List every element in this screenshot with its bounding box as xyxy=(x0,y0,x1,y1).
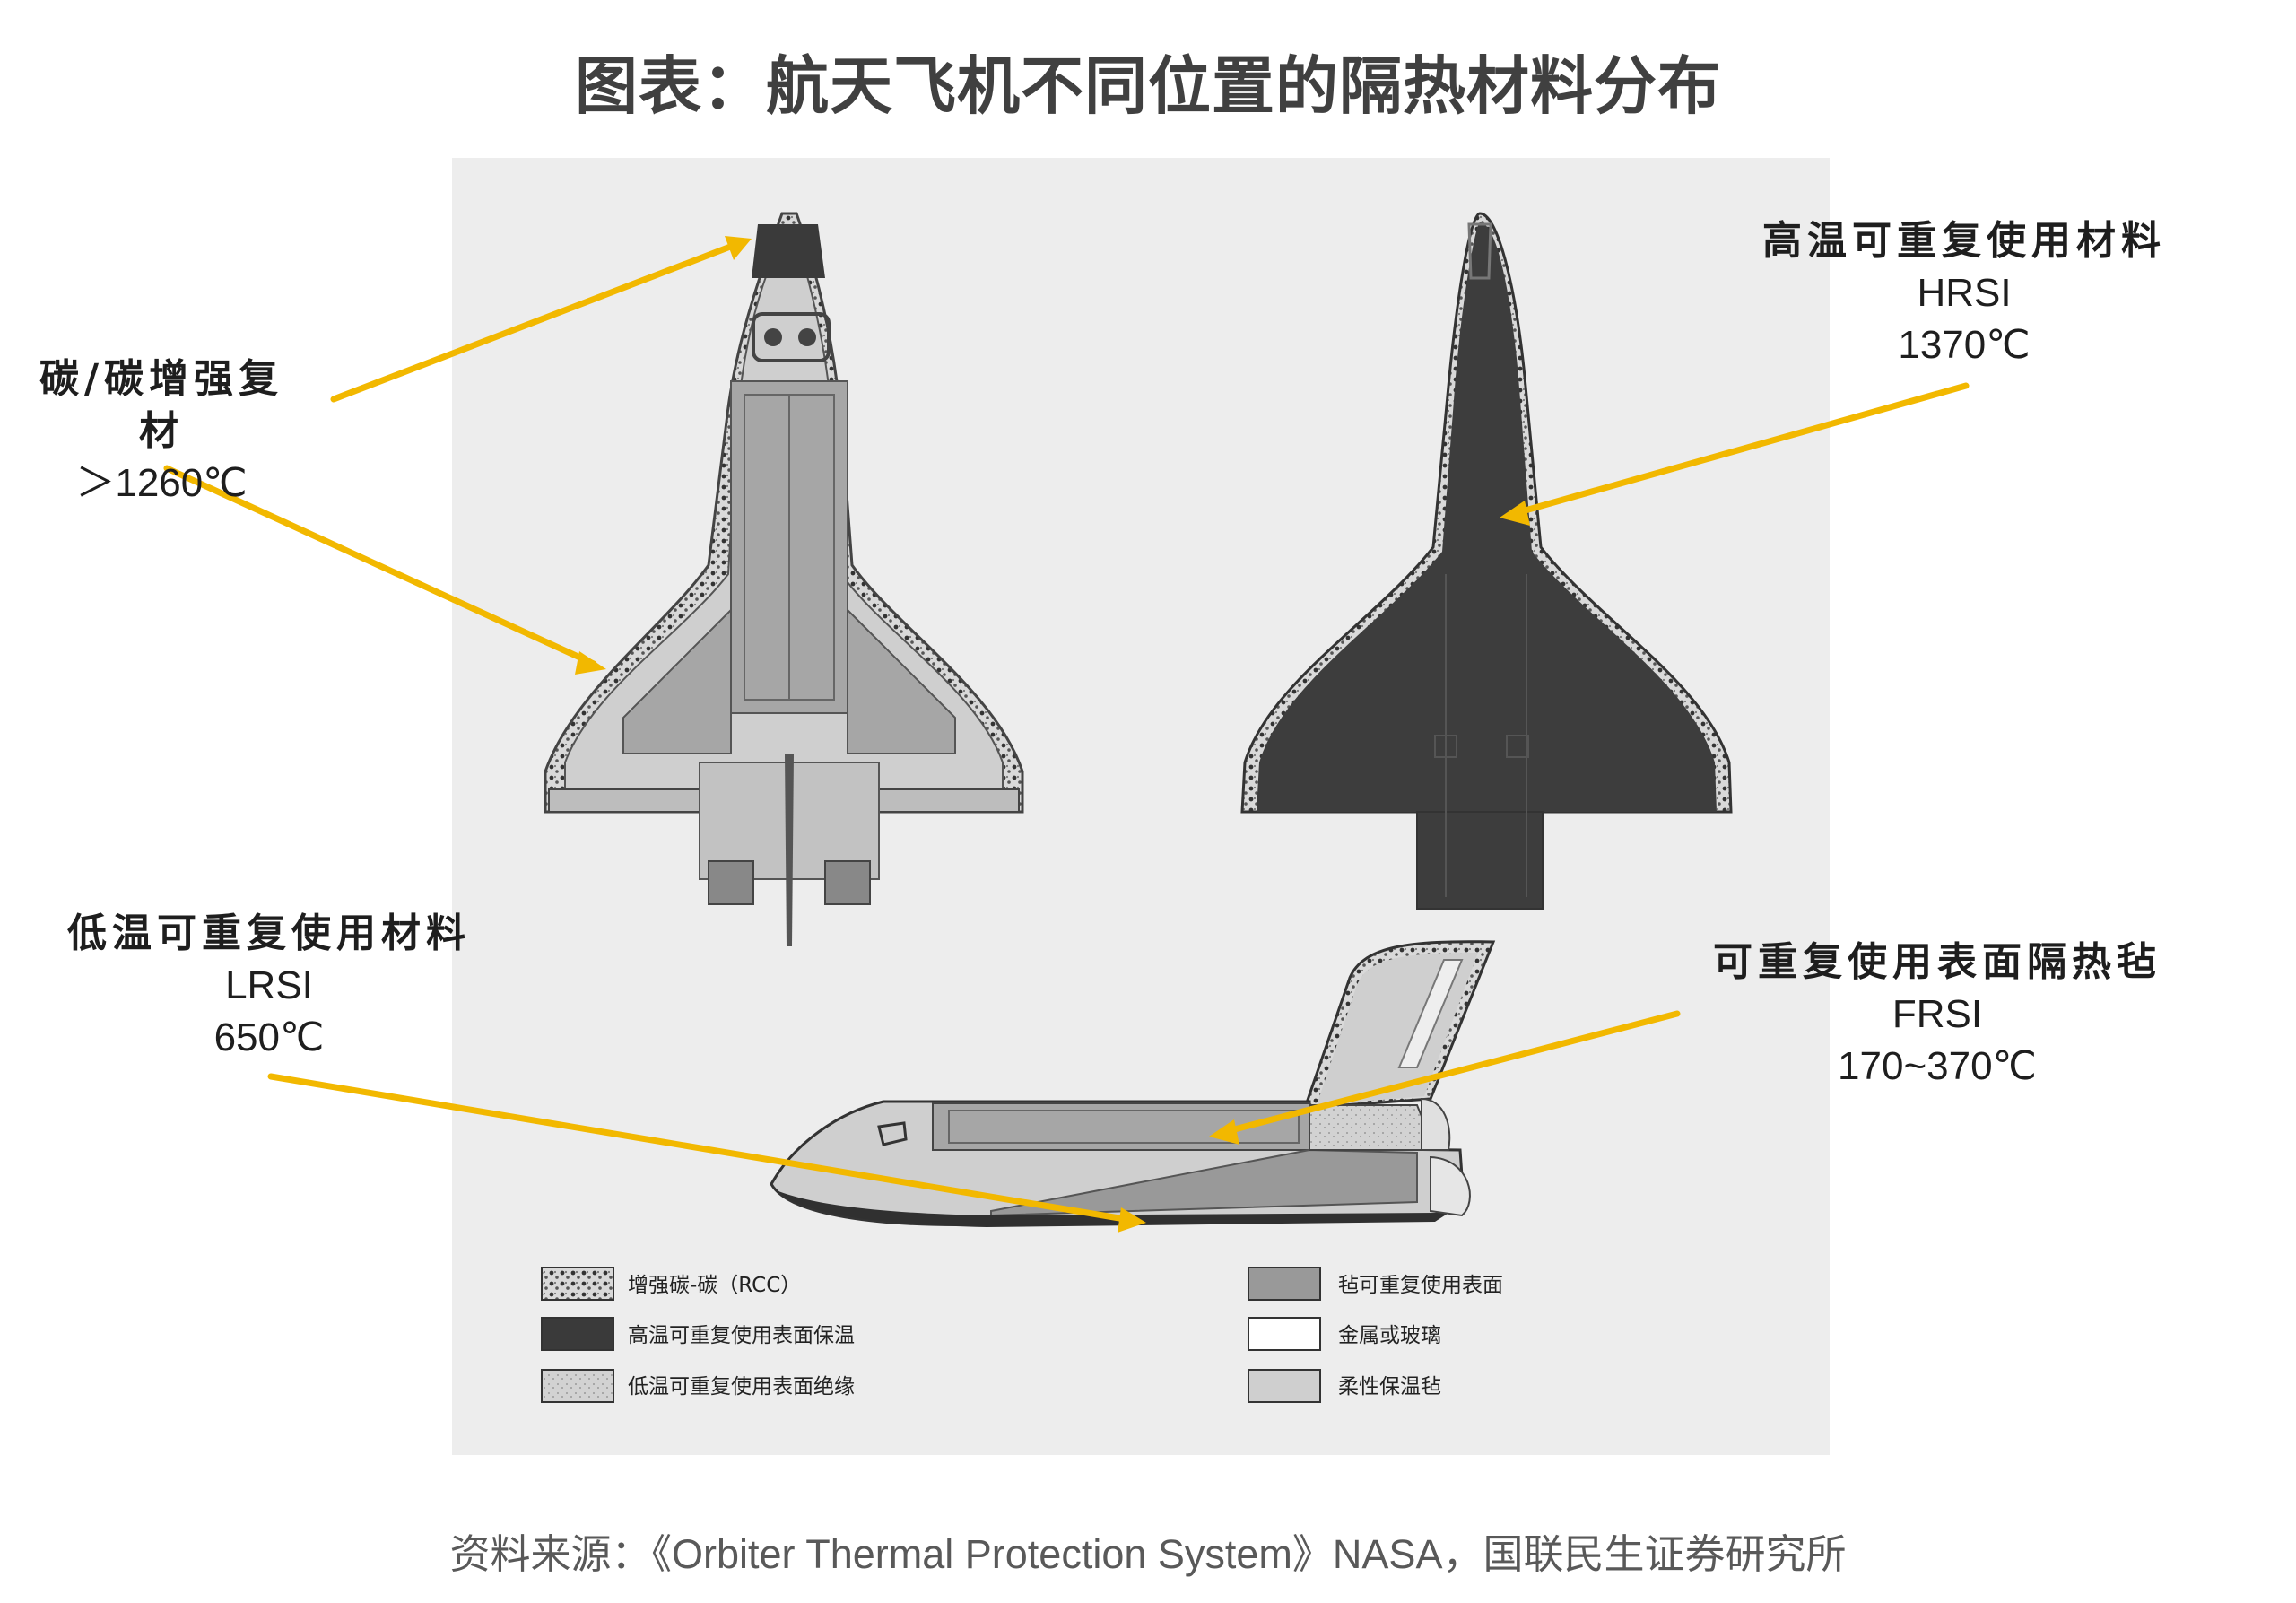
shuttle-side-view xyxy=(771,942,1493,1227)
annotation-hrsi-name: 高温可重复使用材料 xyxy=(1758,215,2170,267)
annotation-lrsi-name: 低温可重复使用材料 xyxy=(63,908,475,960)
shuttle-bottom-view xyxy=(1242,213,1731,909)
svg-text:柔性保温毡: 柔性保温毡 xyxy=(1338,1375,1441,1398)
annotation-lrsi-code: LRSI xyxy=(63,960,475,1012)
arrowhead-rcc-wing xyxy=(575,651,606,675)
annotation-frsi-temp: 170~370℃ xyxy=(1704,1041,2170,1093)
annotation-lrsi: 低温可重复使用材料 LRSI 650℃ xyxy=(63,908,475,1064)
svg-text:增强碳-碳（RCC）: 增强碳-碳（RCC） xyxy=(628,1274,801,1297)
annotation-hrsi-temp: 1370℃ xyxy=(1758,319,2170,371)
annotation-frsi: 可重复使用表面隔热毡 FRSI 170~370℃ xyxy=(1704,937,2170,1093)
legend-item-felt: 柔性保温毡 xyxy=(1248,1370,1441,1402)
svg-text:毡可重复使用表面: 毡可重复使用表面 xyxy=(1338,1274,1503,1297)
arrow-hrsi xyxy=(1516,386,1966,513)
legend-item-lrsi: 低温可重复使用表面绝缘 xyxy=(542,1370,855,1402)
legend-item-metal-glass: 金属或玻璃 xyxy=(1248,1318,1441,1350)
legend-item-frsi: 毡可重复使用表面 xyxy=(1248,1268,1503,1300)
annotation-rcc-name: 碳/碳增强复材 xyxy=(18,353,305,457)
legend-item-rcc: 增强碳-碳（RCC） xyxy=(542,1268,801,1300)
legend-item-hrsi: 高温可重复使用表面保温 xyxy=(542,1318,855,1350)
shuttle-top-view xyxy=(545,213,1022,946)
annotation-frsi-name: 可重复使用表面隔热毡 xyxy=(1704,937,2170,989)
annotation-frsi-code: FRSI xyxy=(1704,989,2170,1041)
annotation-lrsi-temp: 650℃ xyxy=(63,1012,475,1064)
svg-text:高温可重复使用表面保温: 高温可重复使用表面保温 xyxy=(628,1324,855,1347)
annotation-rcc: 碳/碳增强复材 ＞1260℃ xyxy=(18,353,305,510)
annotation-hrsi: 高温可重复使用材料 HRSI 1370℃ xyxy=(1758,215,2170,371)
legend: 增强碳-碳（RCC） 高温可重复使用表面保温 低温可重复使用表面绝缘 毡可重复使… xyxy=(542,1268,1503,1402)
annotation-hrsi-code: HRSI xyxy=(1758,267,2170,319)
annotation-rcc-temp: ＞1260℃ xyxy=(18,457,305,510)
arrow-rcc-nose xyxy=(334,244,737,399)
source-note: 资料来源：《Orbiter Thermal Protection System》… xyxy=(0,1521,2296,1580)
svg-text:金属或玻璃: 金属或玻璃 xyxy=(1338,1324,1441,1347)
svg-text:低温可重复使用表面绝缘: 低温可重复使用表面绝缘 xyxy=(628,1375,855,1398)
